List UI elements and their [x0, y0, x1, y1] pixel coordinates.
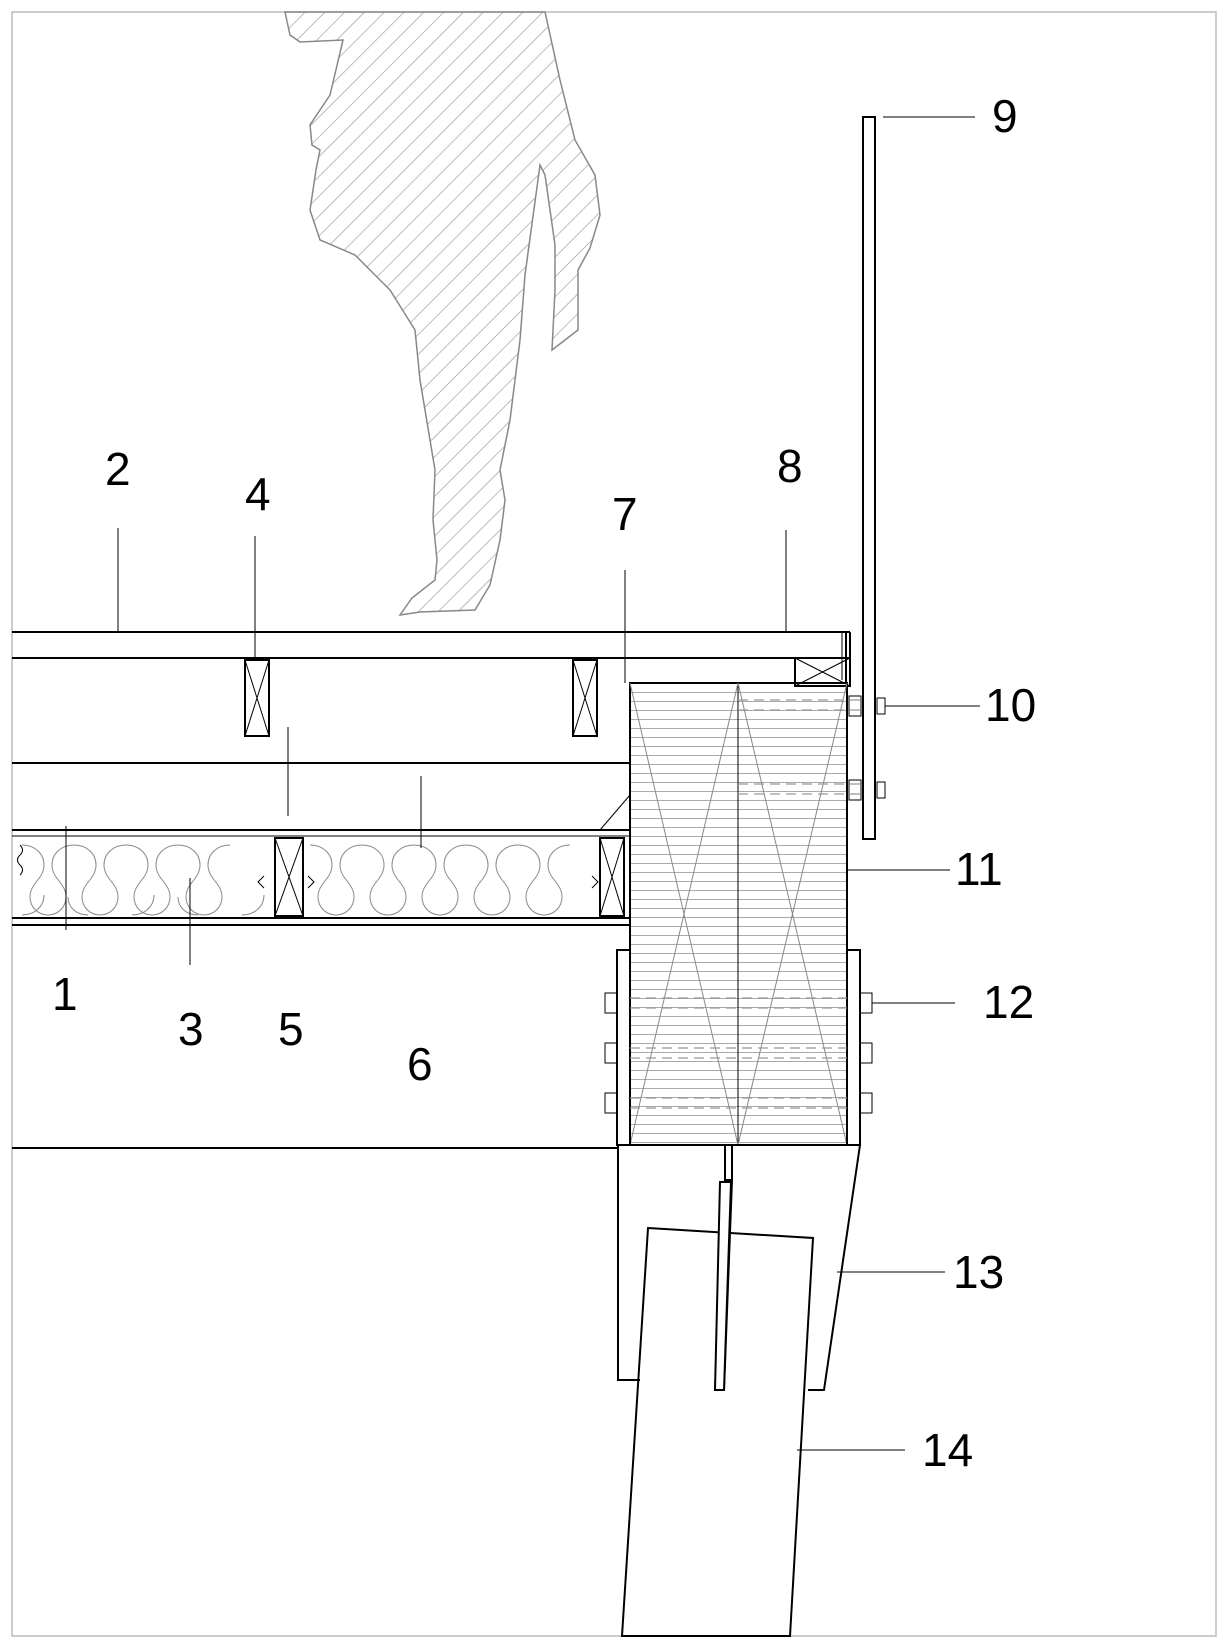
label-9: 9: [992, 90, 1018, 142]
label-4: 4: [245, 468, 271, 520]
label-11: 11: [955, 843, 1003, 895]
label-2: 2: [105, 443, 131, 495]
label-14: 14: [922, 1424, 973, 1476]
human-silhouette: [284, 11, 601, 617]
column: [620, 1226, 815, 1637]
label-8: 8: [777, 440, 803, 492]
post-bolts: [738, 695, 886, 801]
label-7: 7: [612, 488, 638, 540]
column-shoe: [617, 1144, 862, 1391]
batten-sleepers: [244, 659, 598, 737]
label-13: 13: [953, 1246, 1004, 1298]
label-3: 3: [178, 1003, 204, 1055]
label-1: 1: [52, 968, 78, 1020]
label-6: 6: [407, 1038, 433, 1090]
drawing-frame: [11, 11, 1217, 1637]
label-12: 12: [983, 976, 1034, 1028]
glulam-beam: [629, 682, 848, 1146]
railing-post: [862, 116, 876, 840]
insulation-layer: [12, 837, 630, 926]
leader-lines: [65, 116, 980, 1451]
label-10: 10: [985, 679, 1036, 731]
label-5: 5: [278, 1003, 304, 1055]
